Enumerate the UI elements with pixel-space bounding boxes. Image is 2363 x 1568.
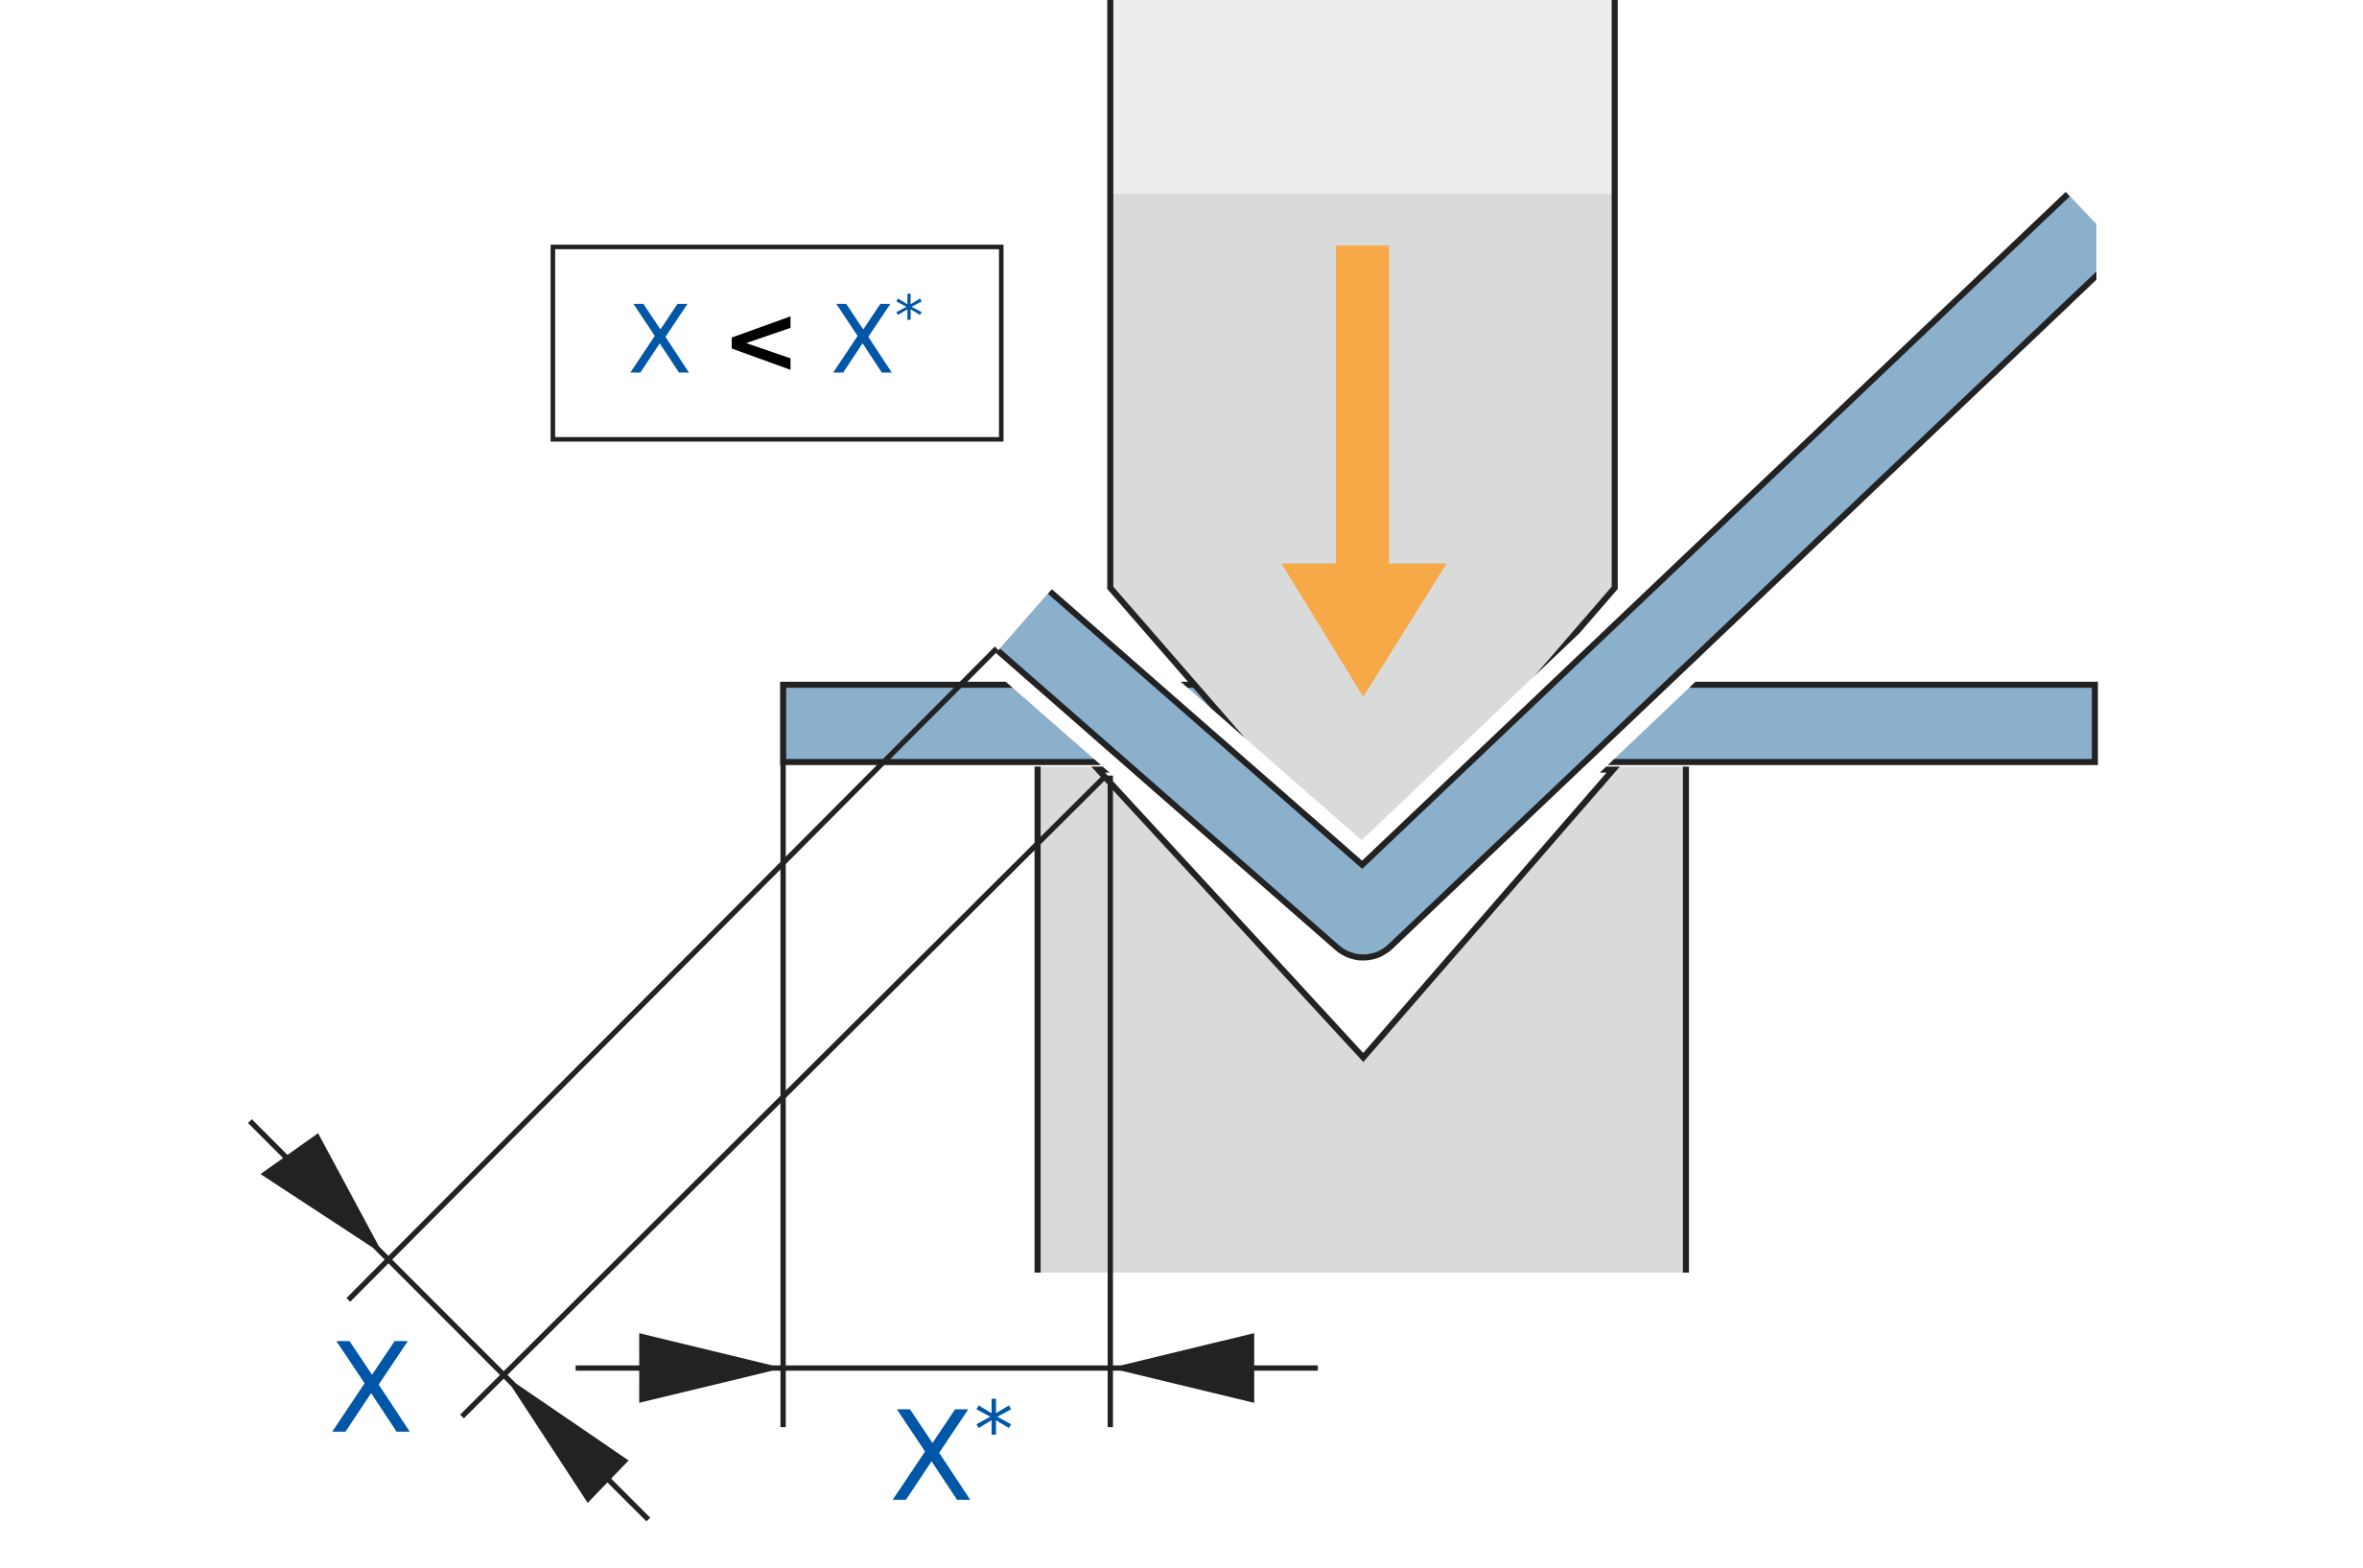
dimension-arrow-icon — [1110, 1333, 1254, 1403]
bent-sheet — [986, 136, 2158, 976]
down-arrow-icon — [1281, 245, 1447, 697]
dimension-arrow-icon — [503, 1375, 629, 1504]
x-dimension-label: X — [329, 1317, 414, 1462]
comparison-box: X < X* — [550, 245, 1004, 442]
comparison-right: X — [831, 287, 895, 396]
comparison-left: X — [627, 287, 691, 396]
x-star-dimension-label: X* — [889, 1385, 1014, 1530]
comparison-operator: < — [722, 287, 801, 396]
dimension-arrow-icon — [639, 1333, 784, 1403]
svg-text:X < X*: X < X* — [627, 284, 924, 396]
dimension-arrow-icon — [260, 1133, 384, 1254]
